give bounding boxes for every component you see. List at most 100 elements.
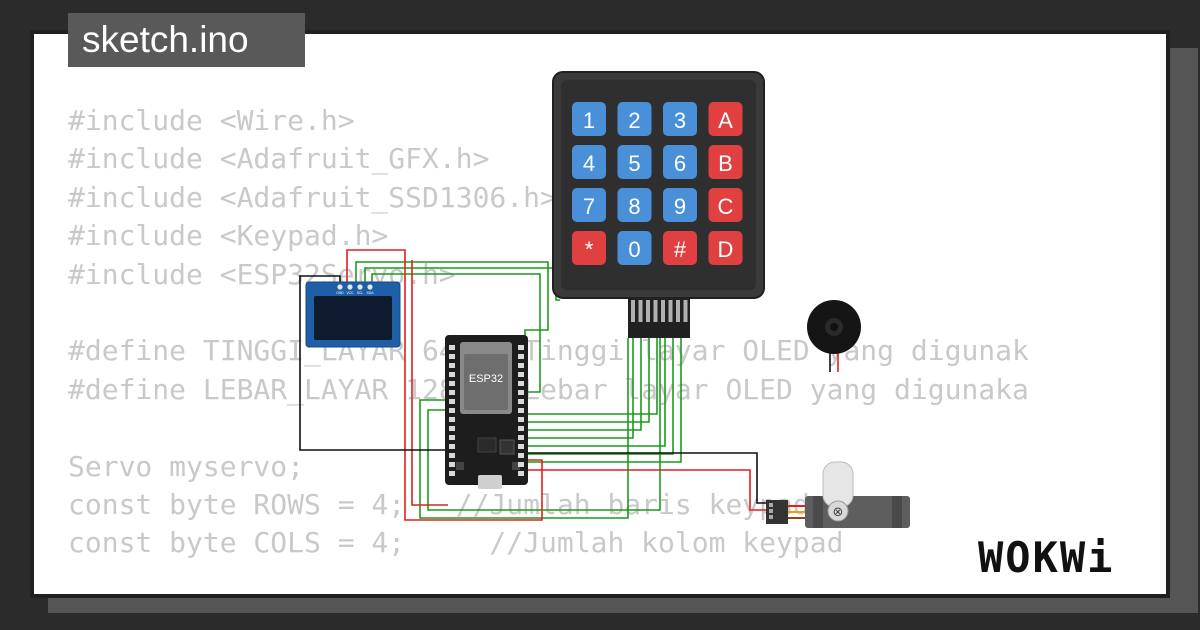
keypad-key[interactable]: 3 bbox=[663, 102, 697, 136]
esp32-pin bbox=[449, 417, 455, 422]
keypad-pin bbox=[676, 300, 680, 322]
keypad-key-label: 6 bbox=[674, 151, 686, 176]
code-line: const byte COLS = 4; //Jumlah kolom keyp… bbox=[68, 526, 844, 560]
oled-pin-label: SCL bbox=[357, 291, 364, 295]
keypad-key[interactable]: C bbox=[708, 188, 743, 222]
keypad-key[interactable]: 4 bbox=[572, 145, 606, 179]
code-line: #include <Adafruit_GFX.h> bbox=[68, 142, 490, 176]
wokwi-logo: WOKWi bbox=[978, 533, 1115, 582]
oled-pin bbox=[357, 284, 363, 290]
keypad-key[interactable]: 2 bbox=[617, 102, 652, 136]
esp32-pin bbox=[518, 435, 524, 440]
esp32-pin bbox=[518, 444, 524, 449]
keypad-pin bbox=[661, 300, 665, 322]
oled-pin bbox=[367, 284, 373, 290]
wire-green-8 bbox=[525, 338, 666, 447]
keypad-pin bbox=[668, 300, 673, 322]
keypad-key-label: 7 bbox=[583, 194, 595, 219]
esp32-pin bbox=[449, 462, 455, 467]
esp32-pin bbox=[449, 345, 455, 350]
wire-green-5 bbox=[525, 338, 642, 431]
oled-pin-label: SDA bbox=[367, 291, 375, 295]
buzzer-component[interactable] bbox=[807, 300, 861, 354]
wire-green-9 bbox=[525, 338, 674, 455]
keypad-key[interactable]: 8 bbox=[617, 188, 652, 222]
wire-red-1 bbox=[346, 249, 543, 521]
code-editor: #include <Wire.h> #include <Adafruit_GFX.… bbox=[68, 102, 1029, 563]
esp32-pin bbox=[518, 417, 524, 422]
wire-green-4 bbox=[525, 338, 634, 439]
keypad-pin bbox=[653, 300, 658, 322]
oled-pin bbox=[337, 284, 343, 290]
esp32-pin bbox=[518, 345, 524, 350]
keypad-key[interactable]: 5 bbox=[617, 145, 652, 179]
keypad-key-label: D bbox=[718, 237, 734, 262]
esp32-pin bbox=[518, 426, 524, 431]
wire-green-1 bbox=[355, 261, 549, 350]
keypad-key[interactable]: # bbox=[663, 231, 697, 265]
keypad-key-label: * bbox=[585, 237, 594, 262]
keypad-key-label: 9 bbox=[674, 194, 686, 219]
code-line: #include <Keypad.h> bbox=[68, 219, 389, 253]
esp32-pin bbox=[449, 408, 455, 413]
servo-motor[interactable]: ⊗ bbox=[766, 461, 910, 528]
esp32-pin bbox=[518, 471, 524, 476]
esp32-pin bbox=[449, 471, 455, 476]
esp32-pin bbox=[518, 390, 524, 395]
keypad-key-label: # bbox=[674, 237, 687, 262]
keypad-key[interactable]: 0 bbox=[617, 231, 652, 265]
esp32-board[interactable]: ESP32 bbox=[445, 335, 528, 489]
esp32-pin bbox=[518, 363, 524, 368]
wire-red-3 bbox=[411, 260, 448, 506]
keypad-key[interactable]: 9 bbox=[663, 188, 697, 222]
keypad-pin bbox=[646, 300, 650, 322]
oled-pin-label: VCC bbox=[346, 291, 354, 295]
esp32-pin bbox=[449, 381, 455, 386]
keypad-key[interactable]: A bbox=[708, 102, 743, 136]
keypad-pin bbox=[683, 300, 688, 322]
esp32-pin bbox=[449, 372, 455, 377]
code-line: #include <Adafruit_SSD1306.h> bbox=[68, 180, 557, 214]
keypad-key[interactable]: 6 bbox=[663, 145, 697, 179]
esp32-pin bbox=[449, 363, 455, 368]
keypad-key[interactable]: B bbox=[708, 145, 743, 179]
wire-green-10 bbox=[525, 338, 682, 463]
esp32-pin bbox=[449, 435, 455, 440]
esp32-pin bbox=[449, 354, 455, 359]
keypad-pin bbox=[638, 300, 643, 322]
esp32-pin bbox=[449, 453, 455, 458]
esp32-pin bbox=[518, 372, 524, 377]
wire-green-3 bbox=[371, 273, 541, 393]
keypad-key[interactable]: D bbox=[708, 231, 743, 265]
esp32-pin bbox=[449, 390, 455, 395]
esp32-pin bbox=[449, 399, 455, 404]
keypad-key-label: 8 bbox=[628, 194, 640, 219]
keypad-key-label: C bbox=[718, 194, 734, 219]
keypad-key-label: A bbox=[718, 108, 733, 133]
wire-black-1 bbox=[299, 275, 448, 451]
keypad-key-label: 4 bbox=[583, 151, 595, 176]
esp32-pin bbox=[449, 426, 455, 431]
keypad-key[interactable]: 1 bbox=[572, 102, 606, 136]
keypad-key-label: 3 bbox=[674, 108, 686, 133]
esp32-pin bbox=[518, 399, 524, 404]
file-tab[interactable]: sketch.ino bbox=[68, 13, 305, 67]
esp32-pin bbox=[518, 462, 524, 467]
keypad-key-label: B bbox=[718, 151, 733, 176]
keypad-key[interactable]: * bbox=[572, 231, 606, 265]
code-line: #include <Wire.h> bbox=[68, 104, 355, 137]
keypad-key[interactable]: 7 bbox=[572, 188, 606, 222]
keypad-key-label: 2 bbox=[628, 108, 640, 133]
keypad-pin bbox=[631, 300, 635, 322]
wire-red-2 bbox=[525, 469, 788, 511]
code-line: Servo myservo; bbox=[68, 449, 305, 483]
esp32-label: ESP32 bbox=[469, 373, 503, 385]
esp32-pin bbox=[518, 453, 524, 458]
wire-green-11 bbox=[419, 338, 629, 519]
wire-green-6 bbox=[525, 338, 650, 423]
esp32-pin bbox=[518, 408, 524, 413]
wire-black-2 bbox=[525, 452, 788, 504]
